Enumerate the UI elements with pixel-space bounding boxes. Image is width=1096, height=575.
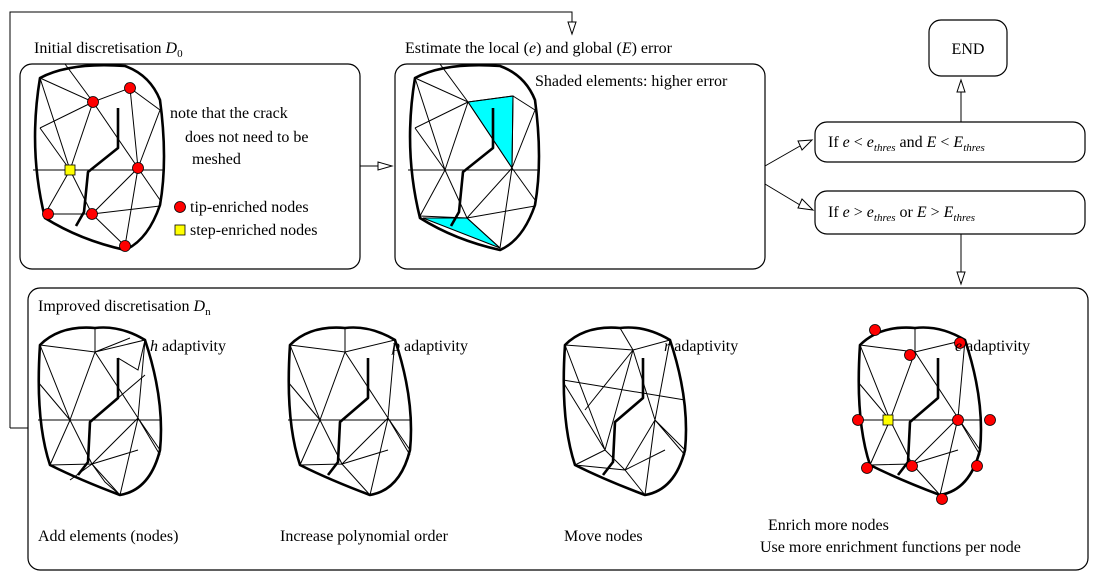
error-mesh bbox=[408, 63, 541, 252]
e-adaptivity-label: e adaptivity bbox=[955, 338, 1030, 355]
svg-text:note that the crack: note that the crack bbox=[170, 105, 288, 122]
p-adaptivity-panel: p adaptivity Increase polynomial order bbox=[280, 326, 468, 545]
arrowhead bbox=[797, 139, 814, 151]
r-adaptivity-panel: r adaptivity Move nodes bbox=[562, 326, 738, 545]
condition-stop-text: If e < ethres and E < Ethres bbox=[828, 134, 985, 154]
error-estimate-title: Estimate the local (e) and global (E) er… bbox=[405, 40, 673, 57]
shaded-elements-caption: Shaded elements: higher error bbox=[535, 73, 728, 90]
e-adaptivity-caption-line2: Use more enrichment functions per node bbox=[760, 539, 1021, 556]
arrowhead bbox=[956, 78, 966, 93]
r-adaptivity-label: r adaptivity bbox=[664, 338, 738, 355]
arrowhead bbox=[377, 161, 394, 171]
legend-step-label: step-enriched nodes bbox=[190, 222, 318, 239]
arrowhead bbox=[956, 271, 966, 286]
h-adaptivity-caption: Add elements (nodes) bbox=[38, 528, 178, 545]
node-legend: tip-enriched nodes step-enriched nodes bbox=[174, 199, 318, 239]
crack-note: note that the crack does not need to be … bbox=[170, 105, 309, 168]
e-adaptivity-caption-line1: Enrich more nodes bbox=[768, 517, 889, 534]
initial-mesh bbox=[33, 63, 166, 252]
condition-continue-box bbox=[814, 190, 1086, 235]
svg-text:meshed: meshed bbox=[192, 151, 241, 168]
end-label: END bbox=[952, 41, 985, 58]
condition-stop-box bbox=[814, 121, 1086, 163]
legend-tip-label: tip-enriched nodes bbox=[190, 199, 309, 216]
arrowhead bbox=[797, 198, 815, 211]
step-node-icon bbox=[174, 224, 186, 236]
tip-node-icon bbox=[174, 201, 186, 213]
improved-discretisation-title: Improved discretisation Dn bbox=[38, 298, 211, 318]
p-adaptivity-caption: Increase polynomial order bbox=[280, 528, 449, 545]
end-box bbox=[928, 19, 1008, 77]
condition-continue-text: If e > ethres or E > Ethres bbox=[828, 204, 975, 224]
h-adaptivity-label: h adaptivity bbox=[150, 338, 226, 355]
p-adaptivity-label: p adaptivity bbox=[391, 338, 468, 355]
svg-text:does not need to be: does not need to be bbox=[185, 129, 309, 146]
h-adaptivity-panel: h adaptivity Add elements (nodes) bbox=[36, 326, 226, 545]
arrowhead bbox=[567, 21, 577, 36]
initial-discretisation-title: Initial discretisation D0 bbox=[34, 40, 183, 60]
r-adaptivity-caption: Move nodes bbox=[564, 528, 643, 545]
e-adaptivity-panel: e adaptivity Enrich more nodes Use more … bbox=[760, 324, 1030, 556]
